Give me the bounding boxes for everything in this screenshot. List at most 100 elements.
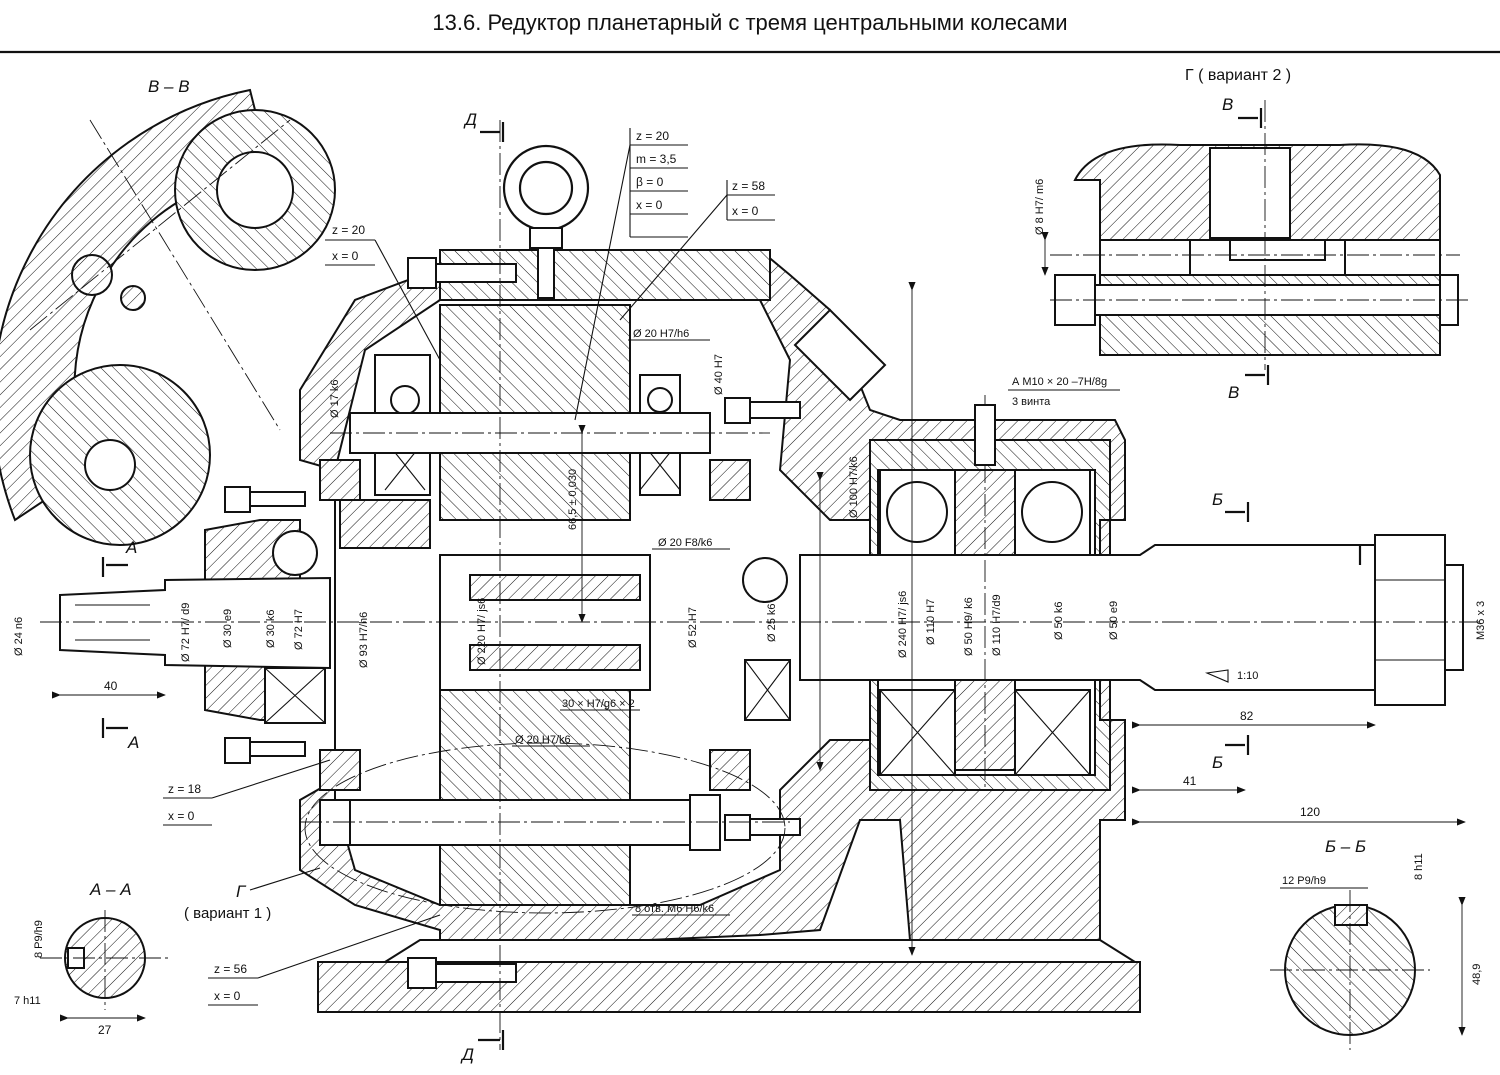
fit-d240-h7js6: Ø 240 H7/ js6 bbox=[897, 591, 909, 658]
section-g-variant2: Г ( вариант 2 ) Ø 8 H7/ m6 bbox=[1034, 67, 1470, 370]
variant2-slot bbox=[1209, 147, 1291, 239]
dim-48-9: 48,9 bbox=[1471, 964, 1483, 985]
vv-pin-small bbox=[120, 285, 146, 311]
section-mark-v-top-arrow bbox=[1238, 108, 1263, 128]
right-bolt-head-bottom bbox=[724, 814, 751, 841]
section-mark-d-top-arrow bbox=[480, 122, 505, 142]
section-mark-a-bottom: А bbox=[127, 733, 139, 752]
needle-bearing-top-right bbox=[709, 459, 751, 501]
set-screw bbox=[974, 404, 996, 466]
title-block: 13.6. Редуктор планетарный с тремя центр… bbox=[0, 10, 1500, 54]
dim-120: 120 bbox=[1300, 805, 1320, 819]
vv-centerline-2 bbox=[89, 119, 281, 431]
carrier-plate-left bbox=[339, 499, 431, 549]
fit-d17-k6: Ø 17 k6 bbox=[329, 379, 341, 418]
gear-param-top-1: z = 20 bbox=[636, 129, 669, 143]
right-bolt-head-top bbox=[724, 397, 751, 424]
gear-params-z56: z = 56 x = 0 bbox=[208, 914, 441, 1006]
fit-12-p9h9: 12 P9/h9 bbox=[1282, 875, 1326, 887]
centerlines bbox=[40, 120, 1480, 1050]
section-mark-v-bottom-arrow bbox=[1245, 365, 1270, 385]
fit-8-h11: 8 h11 bbox=[1413, 853, 1425, 880]
gear-params-z18-lines bbox=[163, 797, 212, 826]
right-bolt-shank-bottom bbox=[749, 818, 801, 836]
section-mark-b-bottom-arrow bbox=[1225, 735, 1250, 755]
eye-bolt bbox=[407, 144, 887, 989]
gear-param-z18-1: z = 18 bbox=[168, 782, 201, 796]
section-mark-b-top-arrow bbox=[1225, 502, 1250, 522]
cap-bolt-top-shank bbox=[249, 491, 306, 507]
input-bearing-lower-cross bbox=[264, 667, 326, 724]
section-vv: В – В bbox=[0, 77, 336, 546]
gear-params-z18: z = 18 x = 0 bbox=[163, 759, 331, 826]
fit-d93-h7h6: Ø 93 H7/h6 bbox=[358, 612, 370, 668]
fit-annotations: Ø 20 H7/h6 Ø 40 H7 Ø 17 k6 Ø 20 F8/k6 66… bbox=[13, 328, 1487, 916]
variant1-callout-ellipse bbox=[304, 742, 786, 914]
output-bearing-lb-cross bbox=[879, 689, 956, 776]
fit-m36: M36 x 3 bbox=[1475, 601, 1487, 640]
vv-centerline bbox=[29, 119, 291, 331]
gear-param-z18-2: x = 0 bbox=[168, 809, 195, 823]
dim-41: 41 bbox=[1183, 774, 1197, 788]
vv-pin-large bbox=[71, 254, 113, 296]
section-aa-label: А – А bbox=[89, 880, 132, 899]
satellite-ball-left bbox=[390, 385, 420, 415]
fit-d24-n6: Ø 24 n6 bbox=[13, 617, 25, 656]
section-mark-b-top: Б bbox=[1212, 490, 1223, 509]
cap-bolt-bottom bbox=[224, 737, 251, 764]
output-shaft-thread bbox=[1444, 564, 1464, 671]
fit-d110-h7: Ø 110 H7 bbox=[925, 599, 937, 645]
fit-screw-a: А M10 × 20 –7H/8g bbox=[1012, 376, 1107, 388]
fit-taper: 1:10 bbox=[1237, 670, 1258, 682]
variant2-pin-hole-right bbox=[1344, 239, 1441, 276]
eye-bolt-ring-inner bbox=[518, 160, 574, 216]
fit-center-distance: 66,5 ± 0,030 bbox=[567, 469, 579, 530]
section-bb: Б – Б 12 P9/h9 8 h11 48,9 bbox=[1270, 837, 1483, 1050]
output-nut-facets bbox=[1375, 579, 1445, 661]
gear-param-z56-2: x = 0 bbox=[214, 989, 241, 1003]
page-title: 13.6. Редуктор планетарный с тремя центр… bbox=[432, 10, 1067, 35]
section-mark-b-bottom: Б bbox=[1212, 753, 1223, 772]
gear-param-left-1: z = 20 bbox=[332, 223, 365, 237]
gear-params-right: z = 58 x = 0 bbox=[619, 179, 775, 321]
variant1-text: ( вариант 1 ) bbox=[184, 905, 271, 922]
section-mark-d-bottom: Д bbox=[460, 1045, 474, 1064]
eye-bolt-collar bbox=[529, 227, 563, 249]
fit-d25-k6: Ø 25 k6 bbox=[766, 603, 778, 642]
vv-satellite-upper-bore bbox=[216, 151, 294, 229]
fit-d72-h7: Ø 72 H7 bbox=[293, 609, 305, 650]
needle-bearing-top-left bbox=[319, 459, 361, 501]
dim-27: 27 bbox=[98, 1023, 112, 1037]
fit-d52-h7: Ø 52 H7 bbox=[687, 607, 699, 648]
input-side bbox=[59, 486, 331, 764]
section-mark-v-top: В bbox=[1222, 95, 1233, 114]
gear-params-right-lines bbox=[726, 180, 775, 221]
input-keyway bbox=[75, 604, 150, 641]
input-shaft bbox=[59, 576, 331, 670]
gear-params-right-leader bbox=[619, 194, 728, 321]
gear-params-z18-leader bbox=[211, 759, 331, 799]
section-mark-a-top: А bbox=[125, 538, 137, 557]
fit-d72-h7d9: Ø 72 H7/ d9 bbox=[180, 603, 192, 662]
cap-bolt-bottom-shank bbox=[249, 741, 306, 757]
variant1-leader bbox=[249, 867, 321, 891]
eye-bolt-ring-outer bbox=[502, 144, 590, 232]
fit-d20-f8k6: Ø 20 F8/k6 bbox=[658, 537, 712, 549]
fit-d110-h7d9: Ø 110 H7/d9 bbox=[991, 594, 1003, 656]
breather-plug bbox=[793, 308, 887, 402]
gear-param-left-2: x = 0 bbox=[332, 249, 359, 263]
section-aa: А – А 8 P9/h9 7 h11 27 bbox=[14, 880, 170, 1037]
lower-tie-nut-right bbox=[689, 794, 721, 851]
carrier-bearing-lower-cross bbox=[744, 659, 791, 721]
output-bearing-rb-cross bbox=[1014, 689, 1091, 776]
gear-params-z56-lines bbox=[208, 977, 258, 1006]
fit-d30-k6: Ø 30 k6 bbox=[265, 609, 277, 648]
output-ball-left bbox=[886, 481, 948, 543]
taper-symbol bbox=[1204, 669, 1229, 683]
variant2-pin bbox=[1229, 239, 1326, 261]
top-bolt-head bbox=[407, 257, 437, 289]
gear-param-right-1: z = 58 bbox=[732, 179, 765, 193]
section-mark-a-bottom-arrow bbox=[101, 718, 128, 738]
section-mark-d-top: Д bbox=[463, 110, 477, 129]
right-bolt-shank-top bbox=[749, 401, 801, 419]
